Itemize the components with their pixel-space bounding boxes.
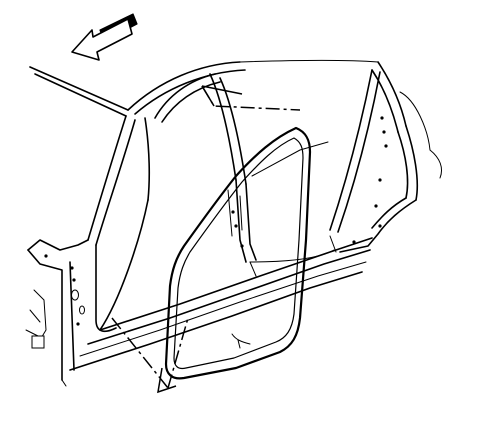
front-door-opening [27, 73, 221, 333]
rear-pillar [329, 61, 443, 253]
roof-panel [29, 60, 379, 117]
callout-leader-upper [201, 85, 301, 111]
rear-door-opening-flange [249, 141, 335, 263]
lower-front-section [25, 249, 85, 387]
center-pillar [209, 73, 257, 263]
rocker-panel [69, 235, 373, 371]
rear-door-weatherstrip [164, 126, 312, 380]
callout-leader-lower [111, 317, 189, 394]
front-direction-arrow-icon [71, 13, 138, 61]
